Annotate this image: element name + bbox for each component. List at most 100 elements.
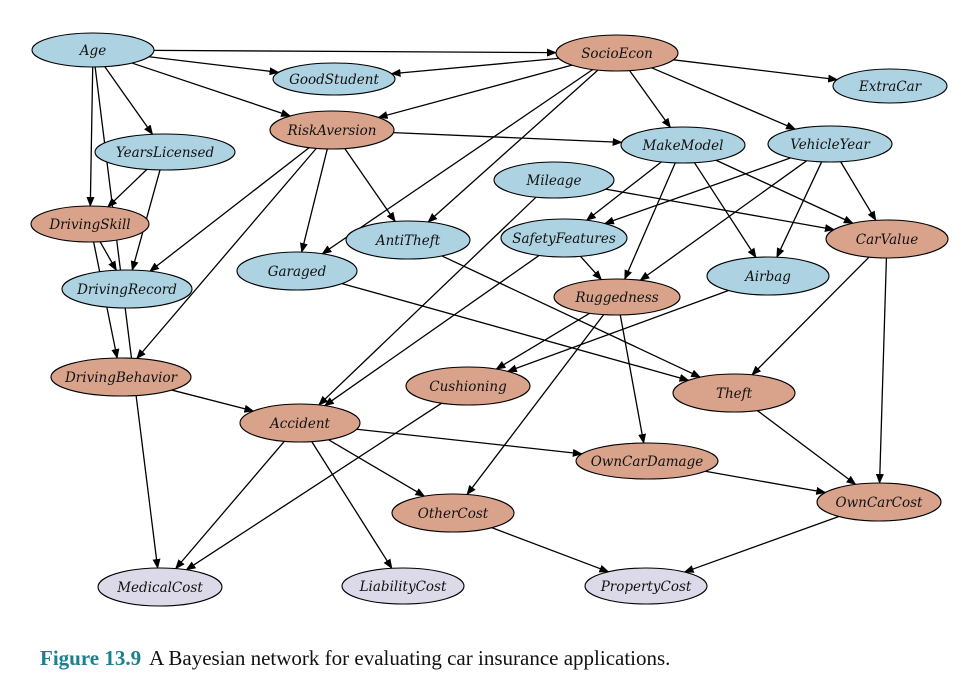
edge-ruggedness-to-othercost — [466, 314, 605, 496]
edge-socioecon-to-extracar — [673, 59, 839, 83]
node-ellipse — [620, 126, 746, 164]
node-theft: Theft — [672, 373, 796, 413]
node-ellipse — [825, 219, 949, 259]
node-drivingrecord: DrivingRecord — [61, 269, 193, 309]
edge-vehicleyear-to-carvalue — [840, 161, 877, 222]
node-ellipse — [553, 278, 681, 316]
figure-number: Figure 13.9 — [40, 646, 142, 670]
edge-airbag-to-cushioning — [506, 289, 729, 373]
node-ellipse — [555, 34, 679, 72]
edge-yearslicensed-to-drivingskill — [107, 168, 148, 208]
node-label: Age — [78, 43, 106, 59]
edge-riskaversion-to-makemodel — [393, 131, 623, 146]
edge-othercost-to-propertycost — [491, 527, 610, 573]
node-yearslicensed: YearsLicensed — [94, 133, 236, 171]
edge-carvalue-to-theft — [751, 256, 870, 376]
edge-accident-to-liabilitycost — [311, 441, 393, 570]
node-ellipse — [239, 403, 361, 443]
edge-age-to-riskaversion — [131, 62, 292, 117]
node-ellipse — [584, 567, 708, 605]
edge-drivingbehavior-to-accident — [171, 389, 255, 413]
edge-garaged-to-theft — [341, 282, 690, 382]
edge-makemodel-to-ruggedness — [624, 162, 676, 281]
edge-owncarcost-to-propertycost — [683, 515, 840, 573]
edge-accident-to-othercost — [328, 439, 426, 497]
node-age: Age — [31, 32, 155, 68]
node-label: DrivingRecord — [76, 282, 177, 298]
node-owncarcost: OwnCarCost — [816, 482, 942, 522]
edge-socioecon-to-makemodel — [629, 70, 671, 129]
edge-carvalue-to-owncarcost — [875, 257, 888, 485]
node-label: OwnCarDamage — [591, 454, 704, 470]
node-ellipse — [575, 442, 719, 480]
node-ellipse — [500, 218, 628, 258]
edges-layer — [86, 48, 888, 573]
edge-age-to-goodstudent — [148, 56, 280, 76]
edge-age-to-drivingskill — [86, 66, 95, 208]
caption-text: A Bayesian network for evaluating car in… — [149, 646, 671, 670]
edge-ruggedness-to-owncardamage — [619, 314, 647, 445]
node-ellipse — [236, 251, 358, 291]
node-medicalcost: MedicalCost — [97, 567, 223, 607]
node-riskaversion: RiskAversion — [269, 110, 395, 150]
edge-socioecon-to-goodstudent — [390, 57, 559, 77]
node-ellipse — [30, 205, 150, 243]
node-label: Mileage — [525, 173, 581, 189]
node-ellipse — [767, 125, 893, 163]
node-ellipse — [493, 161, 615, 199]
node-label: ExtraCar — [858, 79, 923, 95]
node-makemodel: MakeModel — [620, 126, 746, 164]
node-garaged: Garaged — [236, 251, 358, 291]
edge-age-to-socioecon — [153, 48, 558, 57]
node-label: Accident — [268, 416, 331, 432]
edge-safetyfeatures-to-ruggedness — [579, 255, 603, 281]
edge-riskaversion-to-antitheft — [344, 148, 396, 223]
node-airbag: Airbag — [706, 256, 830, 296]
edge-vehicleyear-to-airbag — [776, 161, 823, 259]
node-ellipse — [272, 62, 396, 96]
edge-vehicleyear-to-safetyfeatures — [603, 157, 791, 225]
node-label: CarValue — [856, 232, 918, 248]
node-label: OtherCost — [418, 506, 489, 522]
node-accident: Accident — [239, 403, 361, 443]
node-ellipse — [345, 220, 471, 260]
node-ellipse — [391, 493, 515, 533]
node-vehicleyear: VehicleYear — [767, 125, 893, 163]
node-ruggedness: Ruggedness — [553, 278, 681, 316]
node-label: YearsLicensed — [116, 145, 215, 161]
node-propertycost: PropertyCost — [584, 567, 708, 605]
node-ellipse — [832, 68, 948, 104]
node-label: PropertyCost — [600, 579, 692, 595]
edge-vehicleyear-to-ruggedness — [639, 160, 808, 281]
edge-owncardamage-to-owncarcost — [705, 470, 827, 495]
node-ellipse — [50, 357, 192, 397]
node-label: VehicleYear — [790, 137, 871, 153]
edge-makemodel-to-safetyfeatures — [585, 161, 662, 221]
edge-socioecon-to-antitheft — [427, 69, 599, 223]
node-ellipse — [269, 110, 395, 150]
node-carvalue: CarValue — [825, 219, 949, 259]
node-label: Theft — [716, 386, 753, 402]
edge-accident-to-medicalcost — [175, 440, 285, 570]
edge-cushioning-to-medicalcost — [185, 402, 443, 571]
edge-mileage-to-accident — [318, 196, 537, 406]
node-ellipse — [31, 32, 155, 68]
node-label: SafetyFeatures — [512, 231, 616, 247]
edge-riskaversion-to-drivingrecord — [149, 147, 310, 272]
node-ellipse — [94, 133, 236, 171]
node-liabilitycost: LiabilityCost — [341, 567, 465, 605]
edge-theft-to-owncarcost — [756, 410, 857, 486]
node-label: LiabilityCost — [359, 579, 447, 595]
edge-socioecon-to-riskaversion — [377, 64, 573, 119]
node-drivingbehavior: DrivingBehavior — [50, 357, 192, 397]
node-socioecon: SocioEcon — [555, 34, 679, 72]
node-label: OwnCarCost — [836, 495, 924, 511]
edge-age-to-yearslicensed — [104, 66, 154, 136]
edge-mileage-to-carvalue — [605, 188, 835, 232]
edge-riskaversion-to-garaged — [299, 148, 328, 254]
node-extracar: ExtraCar — [832, 68, 948, 104]
node-label: DrivingSkill — [48, 217, 130, 233]
edge-socioecon-to-garaged — [321, 68, 594, 255]
node-label: Cushioning — [429, 379, 507, 395]
